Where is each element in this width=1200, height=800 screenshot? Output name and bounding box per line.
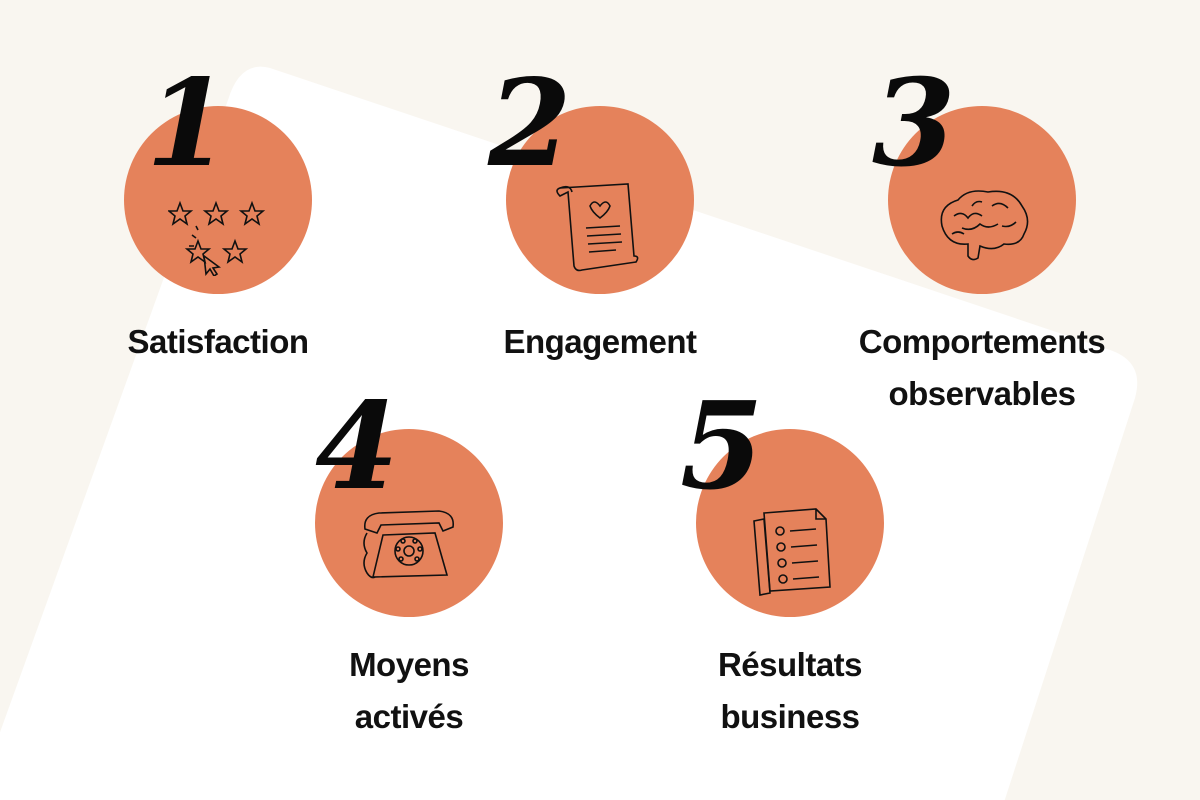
step-label: Comportements observables <box>832 316 1132 420</box>
step-circle <box>315 429 503 617</box>
checklist-documents-icon <box>753 508 831 596</box>
step-circle <box>696 429 884 617</box>
step-number: 3 <box>872 53 956 194</box>
step-number: 5 <box>680 376 764 517</box>
label-line: Comportements <box>858 323 1106 360</box>
label-line: activés <box>354 698 464 735</box>
step-label: Résultats business <box>640 639 940 743</box>
label-line: Résultats <box>717 646 863 683</box>
step-number: 1 <box>146 53 230 194</box>
step-number: 2 <box>488 53 572 194</box>
step-circle <box>506 106 694 294</box>
step-circle <box>124 106 312 294</box>
step-number: 4 <box>315 376 399 517</box>
star-rating-icon <box>168 200 264 276</box>
label-line: Satisfaction <box>127 323 309 360</box>
step-label: Engagement <box>450 316 750 368</box>
brain-icon <box>940 190 1029 261</box>
step-label: Moyens activés <box>259 639 559 743</box>
rotary-phone-icon <box>363 510 455 579</box>
label-line: Moyens <box>349 646 469 683</box>
heart-letter-icon <box>556 183 639 272</box>
label-line: observables <box>888 375 1076 412</box>
step-circle <box>888 106 1076 294</box>
label-line: business <box>720 698 860 735</box>
step-label: Satisfaction <box>68 316 368 368</box>
label-line: Engagement <box>503 323 697 360</box>
